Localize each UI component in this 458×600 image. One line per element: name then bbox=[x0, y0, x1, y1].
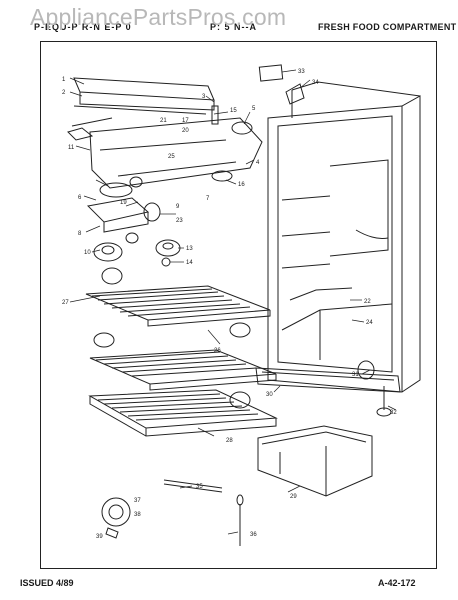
base-grille bbox=[255, 360, 401, 417]
shelf-middle bbox=[89, 332, 277, 409]
callout-25: 25 bbox=[168, 154, 175, 160]
callout-17: 17 bbox=[182, 118, 189, 124]
crisper-cover bbox=[88, 389, 278, 437]
control-housing bbox=[73, 77, 263, 189]
callout-21: 21 bbox=[160, 118, 167, 124]
top-brackets bbox=[67, 64, 305, 141]
callout-1: 1 bbox=[62, 77, 66, 83]
callout-2: 2 bbox=[62, 90, 66, 96]
callout-28: 28 bbox=[226, 438, 233, 444]
glide-rod bbox=[163, 479, 223, 493]
callout-22: 22 bbox=[364, 299, 371, 305]
callout-38: 38 bbox=[134, 512, 141, 518]
callout-36: 36 bbox=[250, 532, 257, 538]
callout-37: 37 bbox=[134, 498, 141, 504]
cabinet-liner bbox=[267, 81, 421, 393]
callout-7: 7 bbox=[206, 196, 210, 202]
crisper-drawer bbox=[257, 425, 373, 497]
callout-15: 15 bbox=[230, 108, 237, 114]
callout-11: 11 bbox=[68, 145, 75, 151]
callout-33: 33 bbox=[298, 69, 305, 75]
header-model-number: P: 5 N--A bbox=[210, 22, 257, 32]
callout-27: 27 bbox=[62, 300, 69, 306]
diagram-frame bbox=[40, 41, 437, 569]
callout-32: 32 bbox=[390, 410, 397, 416]
header-section-title: FRESH FOOD COMPARTMENT bbox=[318, 22, 457, 32]
watermark: AppliancePartsPros.com bbox=[30, 4, 287, 30]
callout-labels: 1 2 3 4 5 6 7 8 9 10 11 13 14 15 16 17 1… bbox=[62, 69, 397, 540]
callout-19: 19 bbox=[120, 200, 127, 206]
callout-39: 39 bbox=[96, 534, 103, 540]
callout-14: 14 bbox=[186, 260, 193, 266]
callout-23: 23 bbox=[176, 218, 183, 224]
header-model-info: P-EQU-P R-N E-P 0 bbox=[34, 22, 132, 32]
callout-24: 24 bbox=[366, 320, 373, 326]
thermostat-cluster bbox=[86, 176, 161, 233]
callout-6: 6 bbox=[78, 195, 82, 201]
light-sockets bbox=[93, 232, 181, 267]
callout-8: 8 bbox=[78, 231, 82, 237]
callout-16: 16 bbox=[238, 182, 245, 188]
callout-26: 26 bbox=[214, 348, 221, 354]
callout-20: 20 bbox=[182, 128, 189, 134]
callout-3: 3 bbox=[202, 94, 206, 100]
callout-10: 10 bbox=[84, 250, 91, 256]
issued-date: ISSUED 4/89 bbox=[20, 578, 74, 588]
bulb-probe bbox=[236, 494, 244, 546]
callout-35: 35 bbox=[196, 484, 203, 490]
callout-30: 30 bbox=[266, 392, 273, 398]
page-code: A-42-172 bbox=[378, 578, 416, 588]
callout-9: 9 bbox=[176, 204, 180, 210]
callout-31: 31 bbox=[352, 372, 359, 378]
callout-4: 4 bbox=[256, 160, 260, 166]
page-header: P-EQU-P R-N E-P 0 P: 5 N--A FRESH FOOD C… bbox=[0, 0, 458, 46]
callout-29: 29 bbox=[290, 494, 297, 500]
shelf-upper bbox=[85, 267, 271, 338]
callout-13: 13 bbox=[186, 246, 193, 252]
control-knob bbox=[101, 497, 131, 539]
callout-34: 34 bbox=[312, 80, 319, 86]
callout-5: 5 bbox=[252, 106, 256, 112]
